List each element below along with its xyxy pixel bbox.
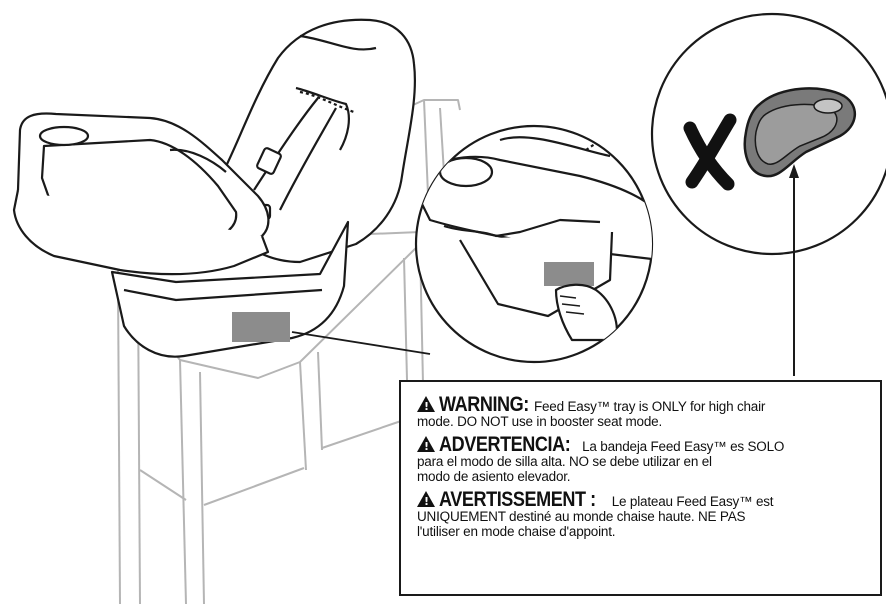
- warning-triangle-icon: [417, 436, 435, 452]
- warning-text-line: l'utiliser en mode chaise d'appoint.: [417, 524, 615, 539]
- warning-text-line: La bandeja Feed Easy™ es SOLO: [582, 439, 784, 454]
- warning-heading: WARNING:: [439, 397, 529, 412]
- warning-text-line: UNIQUEMENT destiné au monde chaise haute…: [417, 509, 745, 524]
- warning-heading: ADVERTENCIA:: [439, 437, 570, 452]
- warning-triangle-icon: [417, 491, 435, 507]
- zoom-detail-tray: [652, 14, 886, 254]
- warning-heading: AVERTISSEMENT :: [439, 492, 596, 507]
- warning-text-line: modo de asiento elevador.: [417, 469, 570, 484]
- warning-text-line: para el modo de silla alta. NO se debe u…: [417, 454, 712, 469]
- warning-triangle-icon: [417, 396, 435, 412]
- warning-box: WARNING: Feed Easy™ tray is ONLY for hig…: [399, 380, 882, 596]
- warning-english: WARNING: Feed Easy™ tray is ONLY for hig…: [417, 396, 870, 429]
- warning-french: AVERTISSEMENT : Le plateau Feed Easy™ es…: [417, 491, 870, 539]
- warning-text-line: Le plateau Feed Easy™ est: [612, 494, 774, 509]
- warning-text-line: Feed Easy™ tray is ONLY for high chair: [534, 399, 765, 414]
- warning-text-line: mode. DO NOT use in booster seat mode.: [417, 414, 662, 429]
- warning-spanish: ADVERTENCIA: La bandeja Feed Easy™ es SO…: [417, 436, 870, 484]
- zoom-detail-underside: [410, 126, 660, 362]
- booster-tray: [14, 114, 268, 275]
